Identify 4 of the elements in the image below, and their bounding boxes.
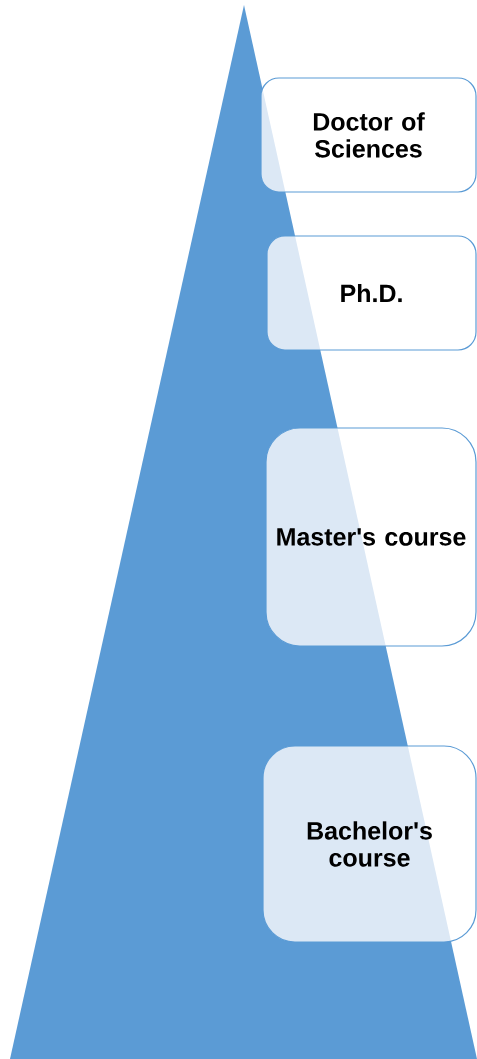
stage-box: Doctor of Sciences	[260, 77, 477, 193]
stage-box: Bachelor's course	[262, 745, 477, 943]
stage-box: Ph.D.	[266, 235, 477, 351]
stage-box: Master's course	[265, 427, 477, 647]
